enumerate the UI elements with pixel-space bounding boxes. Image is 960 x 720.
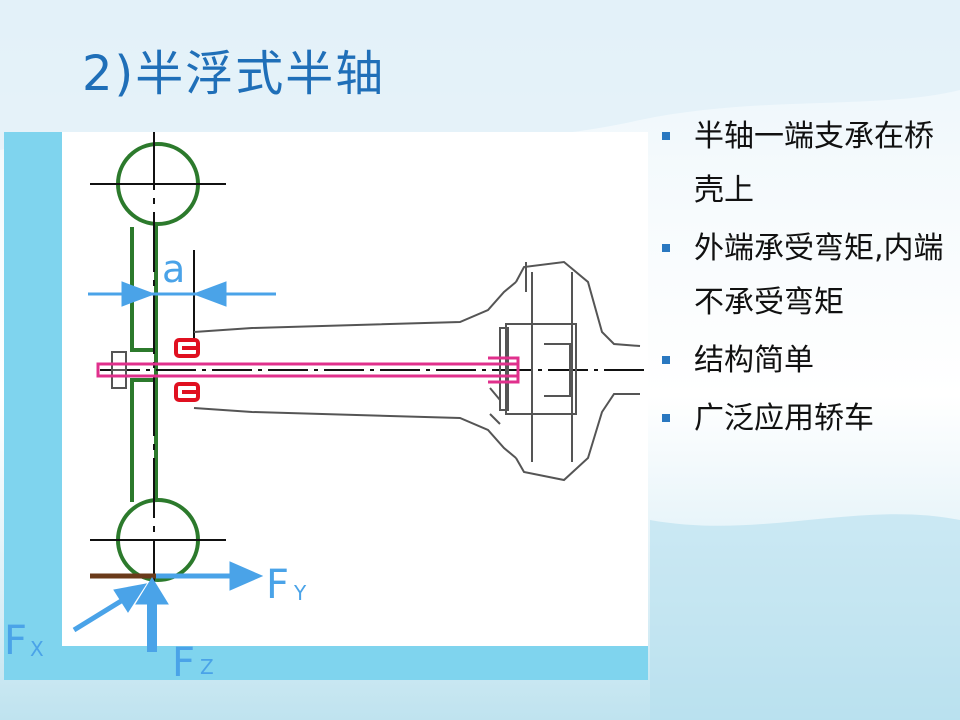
fz-arrowhead bbox=[135, 577, 169, 605]
fy-arrowhead bbox=[229, 561, 264, 591]
force-fz-label: F Z bbox=[172, 640, 214, 680]
slide-title: 2)半浮式半轴 bbox=[82, 46, 386, 102]
hub-nut bbox=[111, 351, 127, 389]
fy-main: F bbox=[266, 562, 289, 608]
frame-left-bar bbox=[4, 132, 62, 680]
wheel-bearing bbox=[174, 338, 200, 402]
bullet-list: 半轴一端支承在桥壳上 外端承受弯矩,内端不承受弯矩 结构简单 广泛应用轿车 bbox=[660, 110, 950, 450]
force-fy-label: F Y bbox=[266, 562, 307, 608]
force-fx-label: F X bbox=[4, 618, 44, 664]
bullet-text: 半轴一端支承在桥壳上 bbox=[694, 119, 934, 208]
fx-sub: X bbox=[30, 637, 44, 661]
bullet-item: 外端承受弯矩,内端不承受弯矩 bbox=[660, 222, 950, 330]
bullet-marker-icon bbox=[662, 414, 670, 422]
bullet-item: 半轴一端支承在桥壳上 bbox=[660, 110, 950, 218]
bullet-item: 结构简单 bbox=[660, 334, 950, 388]
bullet-marker-icon bbox=[662, 356, 670, 364]
fy-sub: Y bbox=[293, 581, 307, 605]
half-shaft bbox=[96, 356, 520, 384]
fx-arrowhead bbox=[113, 583, 148, 613]
wheel-web-top bbox=[130, 227, 156, 352]
bullet-item: 广泛应用轿车 bbox=[660, 392, 950, 446]
wheel-web-bottom bbox=[130, 378, 156, 502]
dimension-a-label: a bbox=[162, 247, 185, 291]
fz-sub: Z bbox=[200, 655, 214, 679]
semi-floating-axle-diagram: a F bbox=[4, 132, 648, 680]
bullet-text: 外端承受弯矩,内端不承受弯矩 bbox=[694, 231, 944, 320]
bullet-text: 结构简单 bbox=[694, 343, 814, 378]
bullet-marker-icon bbox=[662, 244, 670, 252]
bullet-marker-icon bbox=[662, 132, 670, 140]
axle-housing bbox=[193, 260, 641, 482]
dimension-a bbox=[88, 281, 276, 307]
fz-main: F bbox=[172, 640, 195, 680]
diagram-canvas bbox=[4, 132, 648, 680]
force-arrows bbox=[72, 561, 264, 652]
fx-main: F bbox=[4, 618, 27, 664]
bullet-text: 广泛应用轿车 bbox=[694, 401, 874, 436]
frame-bottom-bar bbox=[4, 646, 648, 680]
centerlines bbox=[90, 132, 648, 632]
